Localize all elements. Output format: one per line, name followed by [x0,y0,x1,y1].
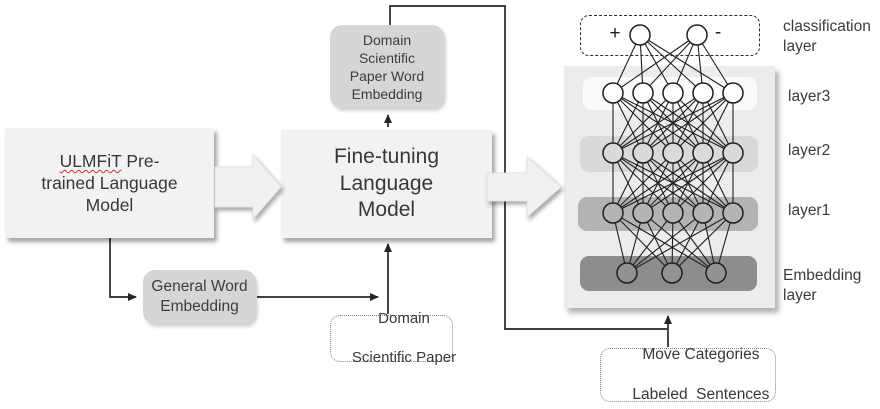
layer2-label: layer2 [788,142,831,159]
cls-label-line1: classification [783,18,871,35]
layer3-label: layer3 [788,88,831,105]
net-edge [696,34,734,94]
net-edge [671,212,704,274]
net-edge [639,34,734,94]
net-edge [642,92,734,154]
net-edge [642,34,698,94]
domain-scientific-paper-box: Domain Scientific Paper [330,310,456,366]
dwe-line4: Embedding [351,85,423,102]
dwe-line2: Scientific [358,49,415,66]
net-edge [626,212,704,274]
domain-scientific-paper-text: Domain Scientific Paper [327,290,456,388]
layer1-node [692,202,714,224]
move-categories-box: Move Categories Labeled Sentences [600,346,776,403]
embedding-node [705,262,727,284]
net-edge [671,212,734,274]
net-edge [672,212,717,274]
net-edge [639,34,704,94]
minus-sign: - [714,22,722,43]
classification-layer-label: classification layer [783,17,878,57]
layer3-node [722,82,744,104]
embedding-label-line1: Embedding [783,267,862,284]
net-edge [612,92,674,154]
net-edge [672,92,734,154]
dwe-line1: Domain [362,31,412,48]
classification-node [629,24,651,46]
net-edge [702,92,734,154]
net-edge [612,152,644,214]
net-edge [612,92,644,154]
finetune-box-text: Fine-tuning Language Model [334,144,439,224]
layer1-node [662,202,684,224]
layer3-node [692,82,714,104]
net-edge [612,152,734,214]
general-word-embedding-text: General Word Embedding [151,277,247,317]
ulmfit-line3: Model [85,195,134,215]
domain-embedding-to-network-line [389,5,667,330]
move-categories-text: Move Categories Labeled Sentences [607,325,770,409]
gwe-line2: Embedding [160,298,239,315]
net-edge [639,34,674,94]
gwe-line1: General Word [151,278,248,295]
layer2-node [632,142,654,164]
dsp-line2: Scientific Paper [351,349,457,367]
dwe-line3: Paper Word [349,67,425,84]
net-edge [612,34,698,94]
classification-box [580,15,760,56]
finetune-line2: Language [339,171,434,195]
net-edge [626,212,734,274]
layer1-node [602,202,624,224]
mc-line2: Labeled Sentences [632,386,770,403]
net-edge [672,152,734,214]
embedding-label-line2: layer [783,287,817,304]
dsp-line1: Domain [378,310,430,328]
net-edge [626,212,674,274]
net-edge [612,152,704,214]
cls-label-line2: layer [783,38,817,55]
layer3-node [632,82,654,104]
layer2-node [722,142,744,164]
net-edge [642,152,734,214]
layer1-label: layer1 [788,202,831,219]
ulmfit-word: ULMFiT [59,151,122,171]
general-word-embedding-box: General Word Embedding [143,270,256,324]
embedding-node [661,262,683,284]
embedding-node [616,262,638,284]
ulmfit-to-general-embedding-arrow [109,238,137,301]
net-edge [612,92,704,154]
layer3-node [662,82,684,104]
classification-node [686,24,708,46]
ulmfit-pretrained-model-box: ULMFiT Pre- trained Language Model [5,128,214,238]
net-edge [612,212,673,274]
mc-line1: Move Categories [642,346,760,363]
domain-word-embedding-text: Domain Scientific Paper Word Embedding [350,31,424,103]
ulmfit-to-finetune-block-arrow [214,153,282,221]
plus-sign: + [609,23,621,44]
net-edge [612,92,734,154]
layer1-node [722,202,744,224]
ulmfit-line2: trained Language [41,173,178,193]
layer2-node [692,142,714,164]
net-edge [642,212,673,274]
layer1-node [632,202,654,224]
finetune-line1: Fine-tuning [333,145,440,169]
finetune-line3: Model [357,198,416,222]
finetune-to-network-block-arrow [486,155,562,219]
embedding-layer-label: Embedding layer [783,266,878,306]
net-edge [612,152,674,214]
layer3-node [602,82,624,104]
layer2-node [662,142,684,164]
finetuning-model-box: Fine-tuning Language Model [281,130,492,238]
ulmfit-line1-rest: Pre- [121,151,160,171]
domain-word-embedding-box: Domain Scientific Paper Word Embedding [330,25,444,108]
ulmfit-box-text: ULMFiT Pre- trained Language Model [41,150,177,216]
layer2-node [602,142,624,164]
net-edge [702,152,734,214]
